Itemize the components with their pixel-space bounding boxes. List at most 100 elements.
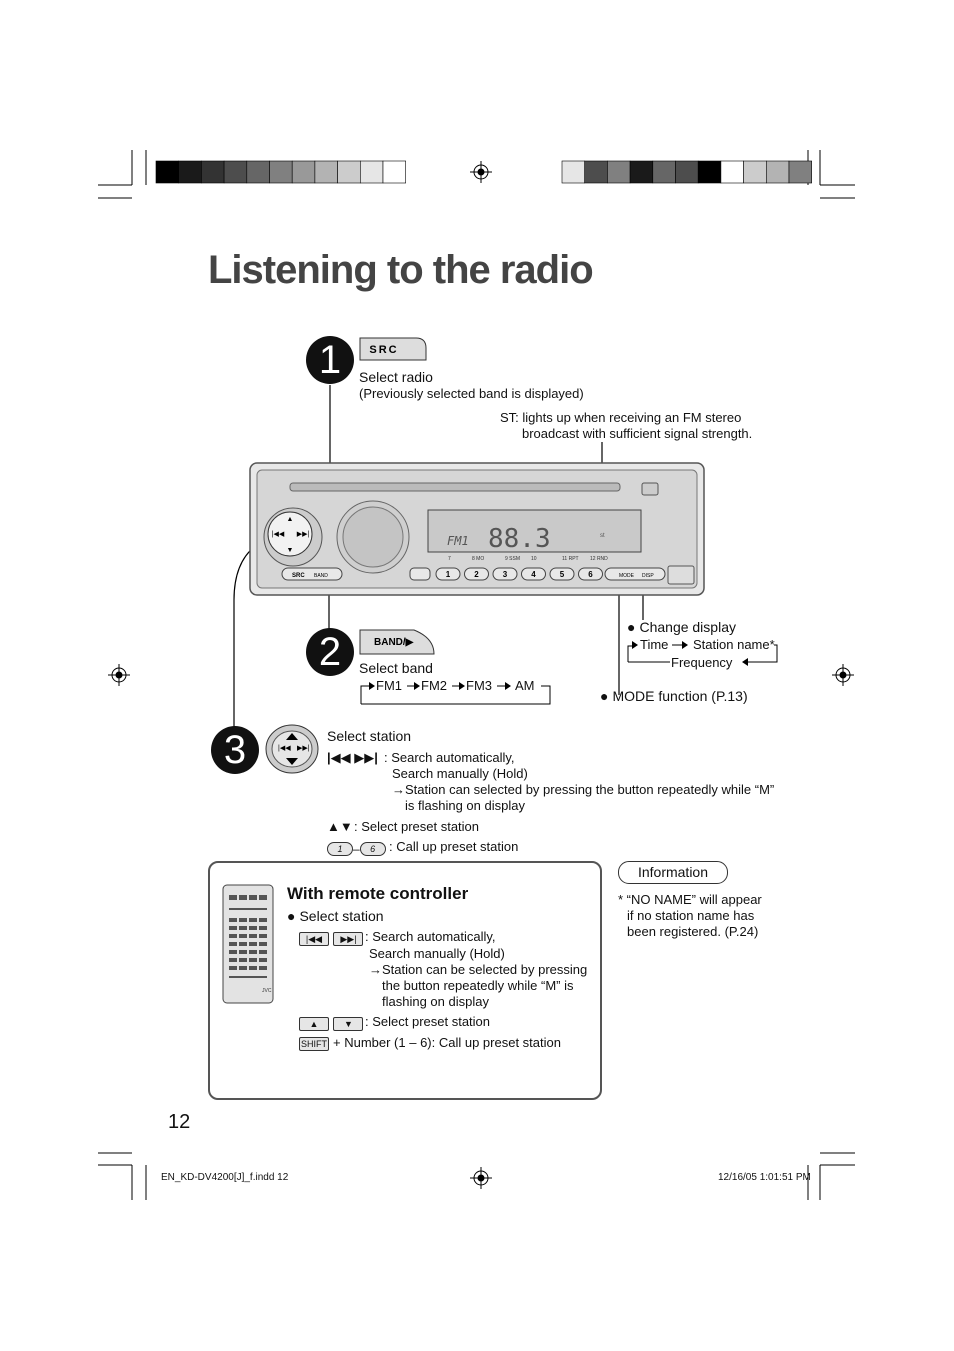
band-button-label: BAND/▶ — [374, 637, 415, 648]
color-bar-left — [155, 160, 407, 184]
preset-button-label: 1 — [446, 570, 451, 579]
preset-button-label: 5 — [560, 570, 565, 579]
remote-up-key: ▲ — [299, 1016, 329, 1031]
preset-label: 9 SSM — [505, 556, 520, 562]
seek-note-1: →Station can selected by pressing the bu… — [392, 782, 775, 797]
preset-button-label: 3 — [503, 570, 508, 579]
registration-mark-bottom — [470, 1167, 492, 1189]
remote-next-key: ▶▶| — [333, 931, 364, 946]
band-cycle-diagram — [360, 682, 551, 705]
preset-key-6: 6 — [359, 841, 386, 856]
unit-disp-label: DISP — [642, 573, 654, 579]
src-button-icon: SRC — [359, 337, 427, 361]
src-button-label: SRC — [369, 344, 398, 356]
preset-text: : Call up preset station — [389, 839, 519, 854]
updown-symbols: ▲▼ — [327, 819, 353, 834]
remote-title: With remote controller — [287, 884, 469, 903]
band-am: AM — [515, 678, 535, 693]
display-station-name: Station name* — [693, 637, 775, 652]
remote-select-station: Select station — [287, 908, 383, 924]
seek-symbols: |◀◀ ▶▶| — [327, 750, 378, 765]
preset-button — [521, 567, 546, 581]
band-fm2: FM2 — [421, 678, 447, 693]
svg-text:▲: ▲ — [287, 516, 294, 523]
change-display-title: Change display — [627, 619, 736, 635]
information-line-2: if no station name has — [627, 908, 755, 923]
remote-updown-text: : Select preset station — [365, 1014, 491, 1029]
remote-down-key: ▼ — [333, 1016, 364, 1031]
preset-button — [549, 567, 575, 581]
display-frequency: 88.3 — [488, 524, 551, 554]
preset-button — [435, 567, 461, 581]
band-button-icon: BAND/▶ — [359, 629, 435, 655]
seek-auto: : Search automatically, — [384, 750, 515, 765]
preset-label: 10 — [531, 556, 537, 562]
st-note-line2: broadcast with sufficient signal strengt… — [522, 426, 753, 441]
preset-buttons: 1 2 3 4 5 6 — [435, 567, 603, 581]
display-time: Time — [640, 637, 669, 652]
remote-prev-key: |◀◀ — [299, 931, 329, 946]
remote-note-2: the button repeatedly while “M” is — [382, 978, 574, 993]
preset-label: 8 MO — [472, 556, 484, 562]
registration-mark-right — [832, 664, 854, 686]
preset-keys: 1–6 — [327, 840, 391, 856]
step-2-label: Select band — [359, 660, 433, 676]
remote-brand: JVC — [262, 988, 272, 994]
unit-band-label: BAND — [314, 573, 328, 579]
step-1-label: Select radio — [359, 369, 433, 385]
footer-date: 12/16/05 1:01:51 PM — [718, 1172, 811, 1183]
preset-button-label: 4 — [531, 570, 536, 579]
unit-src-label: SRC — [292, 573, 305, 579]
preset-label: 12 RND — [590, 556, 608, 562]
preset-button — [578, 567, 603, 581]
step-3-label: Select station — [327, 728, 412, 744]
svg-text:st: st — [600, 533, 605, 539]
svg-text:▶▶|: ▶▶| — [297, 745, 310, 752]
preset-label: 11 RPT — [562, 556, 579, 562]
remote-auto: : Search automatically, — [365, 929, 496, 944]
st-note-line1: ST: lights up when receiving an FM stere… — [500, 410, 742, 425]
updown-text: : Select preset station — [354, 819, 480, 834]
preset-label: 7 — [448, 556, 451, 562]
information-line-1: * “NO NAME” will appear — [618, 892, 762, 907]
footer-file: EN_KD-DV4200[J]_f.indd 12 — [161, 1172, 289, 1183]
preset-label-row: 7 8 MO 9 SSM 10 11 RPT 12 RND — [448, 556, 608, 562]
preset-button — [464, 567, 489, 581]
color-swatch — [382, 160, 407, 184]
color-swatch — [788, 160, 813, 184]
remote-seek-keys: |◀◀ ▶▶| — [299, 930, 365, 946]
unit-mode-label: MODE — [619, 573, 635, 579]
remote-shift-key: SHIFT — [299, 1036, 329, 1051]
remote-controller-box — [208, 861, 602, 1100]
step-1-number: 1 — [306, 336, 354, 384]
preset-button-label: 2 — [474, 570, 479, 579]
page-number: 12 — [168, 1111, 191, 1133]
step-3-number: 3 — [211, 726, 259, 774]
information-label: Information — [618, 861, 728, 884]
remote-shift-key-wrap: SHIFT — [299, 1035, 331, 1051]
svg-text:▶▶|: ▶▶| — [297, 531, 310, 538]
remote-controller-icon: JVC — [222, 884, 274, 1004]
change-display-diagram — [627, 641, 778, 666]
registration-mark-top — [470, 161, 492, 183]
preset-button-label: 6 — [588, 570, 593, 579]
remote-updown-keys: ▲ ▼ — [299, 1015, 365, 1031]
svg-text:|◀◀: |◀◀ — [272, 531, 285, 538]
information-line-3: been registered. (P.24) — [627, 924, 759, 939]
svg-text:▼: ▼ — [287, 547, 294, 554]
svg-text:|◀◀: |◀◀ — [278, 745, 291, 752]
preset-button — [492, 567, 518, 581]
display-band: FM1 — [447, 534, 469, 548]
band-fm1: FM1 — [376, 678, 402, 693]
remote-shift-text: + Number (1 – 6): Call up preset station — [333, 1035, 561, 1050]
display-frequency-label: Frequency — [671, 655, 733, 670]
mode-function: MODE function (P.13) — [600, 688, 747, 704]
remote-note-1: →Station can be selected by pressing — [369, 962, 588, 977]
registration-mark-left — [108, 664, 130, 686]
band-fm3: FM3 — [466, 678, 492, 693]
color-bar-right — [561, 160, 813, 184]
seek-note-2: is flashing on display — [405, 798, 525, 813]
remote-note-3: flashing on display — [382, 994, 489, 1009]
step-2-number: 2 — [306, 628, 354, 676]
